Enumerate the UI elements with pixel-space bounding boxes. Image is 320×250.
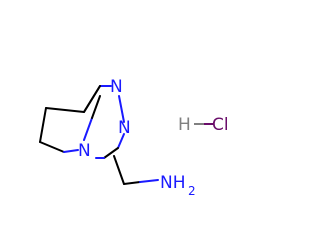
bond-c5-c4 [39, 141, 65, 153]
bond-c6-c5 [39, 107, 47, 143]
bond-n2-c3-dark [103, 147, 119, 159]
atom-n2-label: N [118, 118, 131, 138]
atom-n1-label: N [110, 77, 123, 97]
bond-n1-n2 [118, 95, 125, 123]
bond-ch2-n [123, 181, 141, 185]
atom-n4-label: N [78, 141, 91, 161]
bond-c7-c6 [45, 107, 85, 113]
bond-c8a-n1-dark [83, 85, 101, 113]
hcl-chlorine-label: Cl [212, 115, 229, 135]
bond-c3-ch2 [113, 155, 125, 185]
hcl-hydrogen-label: H [178, 115, 191, 135]
bond-ch2-n-blue [139, 179, 159, 183]
amine-label: NH [160, 173, 186, 193]
molecule-diagram: N N N NH 2 H Cl [39, 77, 229, 198]
bond-n4-c8a [83, 117, 93, 141]
bond-n4-c8a-inner [91, 95, 101, 119]
aminomethyl-bonds [113, 155, 159, 185]
triazole-ring-bonds [63, 85, 125, 159]
bond-n4-c5 [63, 149, 79, 153]
amine-subscript: 2 [188, 184, 196, 198]
bond-n2-c3 [117, 133, 125, 149]
